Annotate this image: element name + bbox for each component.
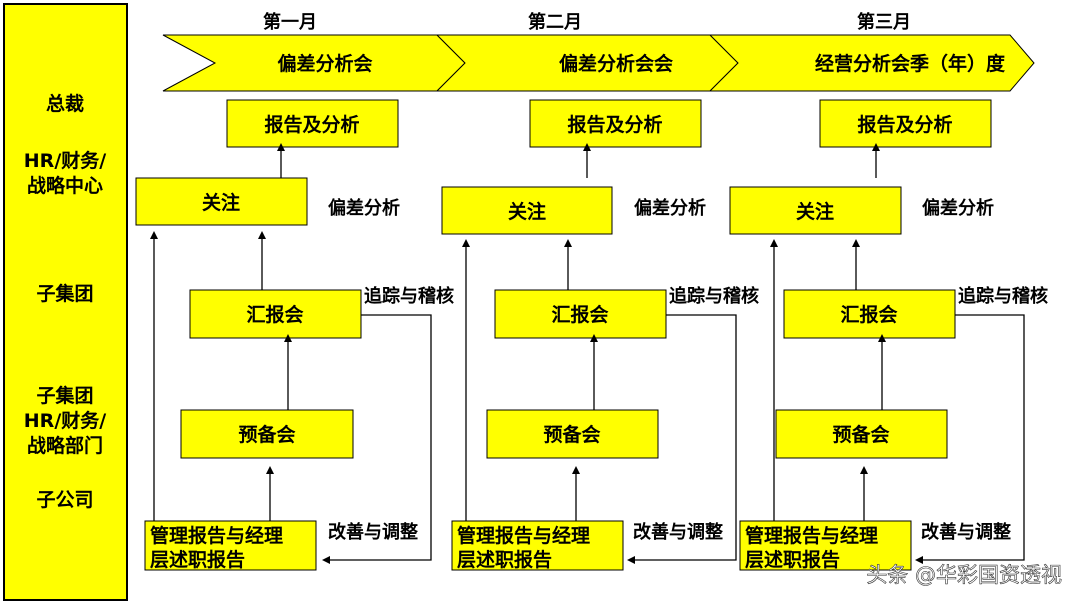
month-title: 第一月 [263, 11, 317, 33]
mgmt-report-box [144, 520, 317, 571]
meeting-label: 偏差分析会 [277, 52, 372, 75]
mgmt-report-box [451, 520, 624, 571]
deviation-label: 偏差分析 [634, 197, 706, 219]
briefing-box [189, 289, 362, 339]
arrow-feedback-loop [322, 314, 432, 564]
column-month-2: 第二月 偏差分析会会 报告及分析 关注 偏差分析 汇报会 追踪与稽核 预备会 管… [435, 11, 759, 571]
meeting-label: 经营分析会季（年）度 [815, 52, 1006, 75]
level-hr-center-1: HR/财务/ [24, 149, 106, 172]
focus-label: 关注 [202, 191, 240, 214]
report-label: 报告及分析 [857, 113, 952, 136]
tracking-label: 追踪与稽核 [364, 285, 454, 307]
column-month-1: 第一月 偏差分析会 报告及分析 关注 偏差分析 汇报会 追踪与稽核 预备会 管理… [135, 11, 466, 571]
month-title: 第二月 [528, 11, 582, 33]
prep-box [775, 409, 948, 459]
report-box [529, 99, 702, 148]
prep-box [180, 409, 354, 459]
prep-box [486, 409, 659, 459]
watermark: 头条 @华彩国资透视 [866, 563, 1062, 587]
deviation-label: 偏差分析 [922, 197, 994, 219]
briefing-label: 汇报会 [246, 303, 303, 326]
level-hr-center-2: 战略中心 [27, 174, 103, 197]
level-subgroup: 子集团 [36, 282, 93, 305]
briefing-box [783, 289, 956, 339]
focus-label: 关注 [796, 200, 834, 223]
column-month-3: 第三月 经营分析会季（年）度 报告及分析 关注 偏差分析 汇报会 追踪与稽核 预… [708, 11, 1048, 571]
level-president: 总裁 [46, 92, 84, 115]
focus-box [729, 186, 902, 235]
mgmt-report-line-1: 管理报告与经理 [457, 524, 590, 547]
briefing-box [494, 289, 667, 339]
report-box [226, 99, 399, 148]
report-label: 报告及分析 [264, 113, 359, 136]
level-subgroup-dept-2: HR/财务/ [24, 409, 106, 432]
arrow-feedback-loop [627, 314, 737, 564]
level-subsidiary: 子公司 [36, 489, 93, 511]
prep-label: 预备会 [238, 423, 295, 446]
focus-box [441, 186, 613, 235]
improve-label: 改善与调整 [921, 521, 1011, 543]
mgmt-report-line-2: 层述职报告 [150, 548, 245, 571]
report-box [819, 99, 992, 148]
focus-box [135, 177, 308, 226]
improve-label: 改善与调整 [633, 521, 723, 543]
level-column [3, 3, 128, 601]
mgmt-report-line-2: 层述职报告 [457, 548, 552, 571]
level-subgroup-dept-3: 战略部门 [27, 434, 103, 457]
meeting-chevron [708, 34, 1035, 92]
prep-label: 预备会 [832, 423, 889, 446]
improve-label: 改善与调整 [328, 521, 418, 543]
tracking-label: 追踪与稽核 [669, 285, 759, 307]
report-label: 报告及分析 [567, 113, 662, 136]
mgmt-report-line-2: 层述职报告 [745, 548, 840, 571]
focus-label: 关注 [508, 200, 546, 223]
month-title: 第三月 [857, 11, 911, 33]
meeting-label: 偏差分析会会 [559, 52, 673, 75]
briefing-label: 汇报会 [551, 303, 608, 326]
deviation-label: 偏差分析 [328, 197, 400, 219]
arrow-feedback-loop [915, 314, 1025, 564]
prep-label: 预备会 [543, 423, 600, 446]
mgmt-report-box [739, 520, 912, 571]
tracking-label: 追踪与稽核 [958, 285, 1048, 307]
briefing-label: 汇报会 [840, 303, 897, 326]
mgmt-report-line-1: 管理报告与经理 [745, 524, 878, 547]
mgmt-report-line-1: 管理报告与经理 [150, 524, 283, 547]
level-subgroup-dept-1: 子集团 [36, 384, 93, 407]
